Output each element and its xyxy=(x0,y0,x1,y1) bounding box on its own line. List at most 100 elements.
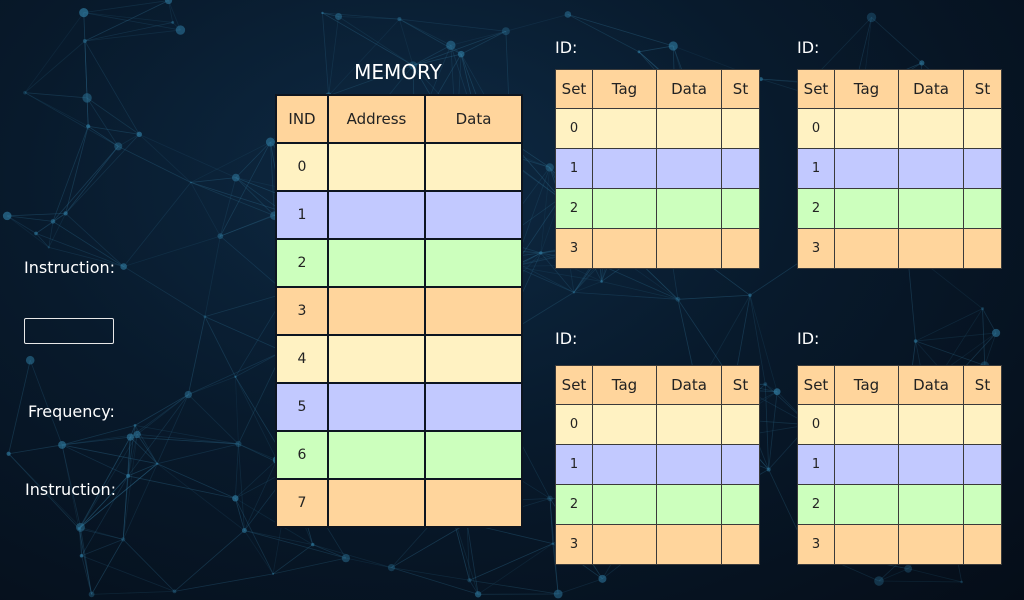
cache-cell-data[interactable] xyxy=(656,108,722,149)
cache-cell-tag[interactable] xyxy=(834,404,899,445)
memory-cell-ind: 6 xyxy=(275,430,329,480)
memory-cell-data[interactable] xyxy=(424,478,523,528)
cache-cell-state[interactable] xyxy=(721,188,760,229)
memory-row: 6 xyxy=(275,430,523,480)
cache-cell-state[interactable] xyxy=(721,228,760,269)
network-line xyxy=(78,475,129,529)
cache-cell-state[interactable] xyxy=(963,524,1002,565)
cache-cell-data[interactable] xyxy=(898,524,964,565)
cache-cell-data[interactable] xyxy=(898,404,964,445)
network-node xyxy=(904,564,913,573)
network-line xyxy=(391,567,479,595)
memory-cell-address[interactable] xyxy=(327,190,426,240)
cache-cell-set: 3 xyxy=(555,524,593,565)
cache-cell-state[interactable] xyxy=(721,444,760,485)
network-node xyxy=(156,462,159,465)
memory-cell-address[interactable] xyxy=(327,334,426,384)
memory-cell-data[interactable] xyxy=(424,238,523,288)
network-line xyxy=(7,215,54,222)
network-line xyxy=(130,436,158,464)
network-line xyxy=(84,22,173,42)
network-node xyxy=(335,13,343,21)
cache-cell-state[interactable] xyxy=(963,228,1002,269)
cache-cell-data[interactable] xyxy=(898,484,964,525)
cache-cell-state[interactable] xyxy=(963,484,1002,525)
network-line xyxy=(677,294,751,300)
memory-cell-address[interactable] xyxy=(327,430,426,480)
cache-header-tag: Tag xyxy=(834,69,899,109)
network-node xyxy=(474,591,482,598)
memory-cell-address[interactable] xyxy=(327,142,426,192)
cache-cell-tag[interactable] xyxy=(834,108,899,149)
cache-cell-tag[interactable] xyxy=(834,444,899,485)
memory-cell-address[interactable] xyxy=(327,238,426,288)
network-line xyxy=(61,444,80,529)
cache-cell-state[interactable] xyxy=(721,148,760,189)
memory-cell-ind: 5 xyxy=(275,382,329,432)
cache-header-tag: Tag xyxy=(592,365,657,405)
instruction-input[interactable] xyxy=(24,318,114,344)
cache-cell-data[interactable] xyxy=(898,108,964,149)
cache-cell-tag[interactable] xyxy=(834,524,899,565)
cache-cell-data[interactable] xyxy=(898,188,964,229)
cache-cell-tag[interactable] xyxy=(592,444,657,485)
cache-cell-data[interactable] xyxy=(656,188,722,229)
cache-cell-state[interactable] xyxy=(721,108,760,149)
cache-cell-tag[interactable] xyxy=(592,228,657,269)
network-node xyxy=(341,554,350,563)
cache-cell-state[interactable] xyxy=(721,404,760,445)
network-node xyxy=(47,246,50,249)
network-line xyxy=(128,475,236,499)
cache-header-data: Data xyxy=(656,365,722,405)
cache-cell-data[interactable] xyxy=(656,404,722,445)
cache-cell-data[interactable] xyxy=(898,148,964,189)
cache-cell-tag[interactable] xyxy=(834,148,899,189)
cache-cell-tag[interactable] xyxy=(834,188,899,229)
memory-cell-data[interactable] xyxy=(424,382,523,432)
network-line xyxy=(6,215,50,248)
cache-cell-tag[interactable] xyxy=(592,108,657,149)
network-line xyxy=(322,12,414,66)
network-line xyxy=(84,41,89,127)
cache-cell-tag[interactable] xyxy=(592,524,657,565)
cache-cell-data[interactable] xyxy=(656,524,722,565)
network-line xyxy=(412,30,507,66)
memory-cell-address[interactable] xyxy=(327,286,426,336)
memory-cell-data[interactable] xyxy=(424,286,523,336)
network-node xyxy=(2,211,12,221)
memory-cell-data[interactable] xyxy=(424,430,523,480)
network-line xyxy=(84,40,140,135)
cache-cell-tag[interactable] xyxy=(592,148,657,189)
memory-cell-address[interactable] xyxy=(327,478,426,528)
network-node xyxy=(668,41,678,51)
network-line xyxy=(552,543,559,595)
cache-cell-state[interactable] xyxy=(963,108,1002,149)
cache-cell-state[interactable] xyxy=(963,444,1002,485)
network-line xyxy=(235,376,239,444)
cache-cell-tag[interactable] xyxy=(592,188,657,229)
network-node xyxy=(6,451,11,456)
cache-cell-data[interactable] xyxy=(656,228,722,269)
network-line xyxy=(878,568,909,582)
cache-cell-state[interactable] xyxy=(963,188,1002,229)
cache-cell-state[interactable] xyxy=(721,524,760,565)
cache-cell-state[interactable] xyxy=(963,404,1002,445)
cache-cell-tag[interactable] xyxy=(834,228,899,269)
memory-cell-address[interactable] xyxy=(327,382,426,432)
network-line xyxy=(272,544,313,575)
cache-cell-tag[interactable] xyxy=(592,484,657,525)
network-line xyxy=(235,141,271,178)
cache-cell-data[interactable] xyxy=(898,444,964,485)
cache-cell-tag[interactable] xyxy=(592,404,657,445)
network-node xyxy=(232,495,239,502)
cache-cell-data[interactable] xyxy=(898,228,964,269)
memory-cell-data[interactable] xyxy=(424,334,523,384)
cache-cell-data[interactable] xyxy=(656,148,722,189)
cache-cell-state[interactable] xyxy=(963,148,1002,189)
cache-cell-data[interactable] xyxy=(656,484,722,525)
memory-cell-data[interactable] xyxy=(424,142,523,192)
cache-cell-state[interactable] xyxy=(721,484,760,525)
memory-cell-data[interactable] xyxy=(424,190,523,240)
cache-cell-tag[interactable] xyxy=(834,484,899,525)
cache-cell-data[interactable] xyxy=(656,444,722,485)
